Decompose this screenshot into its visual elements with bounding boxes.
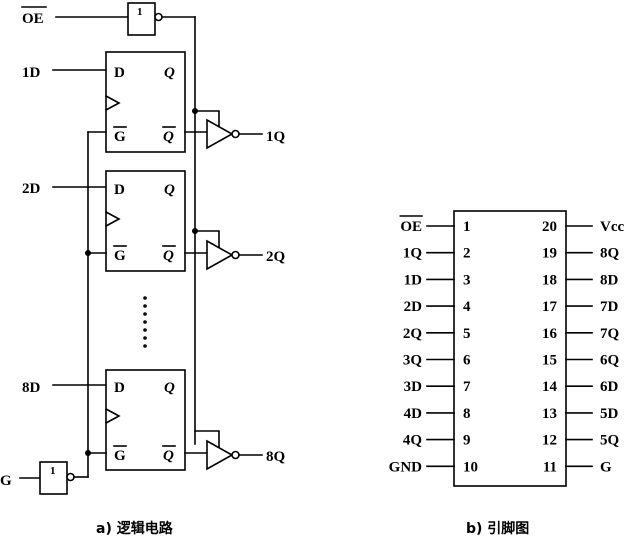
enable-tap: [194, 430, 220, 448]
pin-name-left: OE: [400, 219, 422, 235]
pin-q: Q: [164, 380, 175, 396]
pin-d: D: [114, 65, 125, 81]
pin-name-right: 8Q: [600, 246, 620, 262]
pin-number-left: 3: [463, 272, 471, 288]
pin-number-right: 11: [543, 459, 557, 475]
pin-number-left: 6: [463, 353, 471, 369]
pin-qn: Q: [163, 248, 174, 264]
pin-name-left: 3Q: [403, 353, 423, 369]
latch-box: [105, 51, 186, 153]
d-input-label: 1D: [22, 65, 41, 81]
latch-1: 1D D Q G Q 1Q: [22, 51, 286, 153]
latch-box: [105, 170, 186, 272]
enable-tap: [194, 230, 220, 248]
pin-number-right: 13: [542, 406, 557, 422]
pin-name-right: 5Q: [600, 433, 620, 449]
g-buffer-bubble: [66, 472, 75, 482]
pin-g: G: [114, 448, 126, 464]
pin-name-right: 5D: [600, 406, 619, 422]
clock-triangle: [104, 210, 121, 228]
clock-triangle: [104, 94, 121, 112]
pin-name-left: 4D: [404, 406, 423, 422]
pin-name-left: GND: [389, 459, 423, 475]
pin-number-right: 16: [542, 326, 558, 342]
logic-caption: a) 逻辑电路: [96, 520, 174, 537]
q-output-label: 2Q: [266, 249, 286, 265]
oe-inverter-bubble: [154, 12, 163, 22]
pin-name-right: 7Q: [600, 326, 620, 342]
pin-name-left: 2D: [404, 299, 423, 315]
pin-number-right: 14: [542, 379, 558, 395]
logic-circuit: OE 1 G 1 1D D Q G Q: [0, 2, 286, 537]
output-buffer: [206, 439, 234, 471]
g-buffer-mark: 1: [50, 465, 56, 477]
pin-number-left: 1: [463, 219, 471, 235]
pin-number-right: 18: [542, 272, 557, 288]
right-pins: 20 Vcc 19 8Q 18 8D 17 7D 16 7Q 15 6Q 14 6D 13 5D 12 5Q 11 G: [542, 219, 624, 475]
ellipsis-dots: [143, 296, 147, 348]
enable-junction: [192, 108, 198, 114]
pin-g: G: [114, 129, 126, 145]
pin-number-right: 15: [542, 353, 557, 369]
output-bubble: [231, 129, 240, 139]
output-bubble: [231, 250, 240, 260]
pin-number-left: 9: [463, 433, 471, 449]
pin-number-left: 5: [463, 326, 471, 342]
output-buffer: [206, 239, 234, 271]
pin-number-left: 7: [463, 379, 471, 395]
pin-d: D: [114, 182, 125, 198]
pin-number-left: 8: [463, 406, 471, 422]
clock-triangle: [104, 407, 121, 425]
output-buffer: [206, 118, 234, 150]
pin-qn: Q: [163, 129, 174, 145]
pin-name-left: 2Q: [403, 326, 423, 342]
enable-junction: [192, 228, 198, 234]
d-input-label: 8D: [22, 380, 41, 396]
q-output-label: 8Q: [266, 449, 286, 465]
g-label: G: [0, 473, 12, 489]
pinout-caption: b) 引脚图: [466, 521, 529, 537]
pin-name-left: 4Q: [403, 433, 423, 449]
pin-q: Q: [164, 182, 175, 198]
pin-name-right: 7D: [600, 299, 619, 315]
pin-number-right: 12: [542, 433, 557, 449]
enable-tap: [194, 110, 220, 127]
oe-label: OE: [22, 11, 44, 27]
pin-number-right: 20: [542, 219, 557, 235]
pin-q: Q: [164, 65, 175, 81]
pin-name-right: 6D: [600, 379, 619, 395]
pin-d: D: [114, 380, 125, 396]
pin-number-right: 17: [542, 299, 558, 315]
pin-name-right: G: [600, 459, 612, 475]
chip-body: [453, 210, 567, 487]
pin-name-left: 1Q: [403, 246, 423, 262]
pin-name-left: 1D: [404, 272, 423, 288]
d-input-label: 2D: [22, 181, 41, 197]
pin-name-right: 6Q: [600, 353, 620, 369]
pin-number-left: 10: [463, 459, 478, 475]
pin-name-right: Vcc: [600, 219, 624, 235]
pin-number-left: 2: [463, 246, 471, 262]
oe-inverter-mark: 1: [137, 6, 143, 18]
q-output-label: 1Q: [266, 129, 286, 145]
pin-g: G: [114, 248, 126, 264]
pin-number-right: 19: [542, 246, 557, 262]
output-bubble: [231, 450, 240, 460]
latch-2: 2D D Q G Q 2Q: [22, 170, 286, 272]
pin-name-right: 8D: [600, 272, 619, 288]
latch-8: 8D D Q G Q 8Q: [22, 369, 286, 471]
pin-name-left: 3D: [404, 379, 423, 395]
latch-box: [105, 369, 186, 471]
pin-number-left: 4: [463, 299, 471, 315]
pin-qn: Q: [163, 448, 174, 464]
